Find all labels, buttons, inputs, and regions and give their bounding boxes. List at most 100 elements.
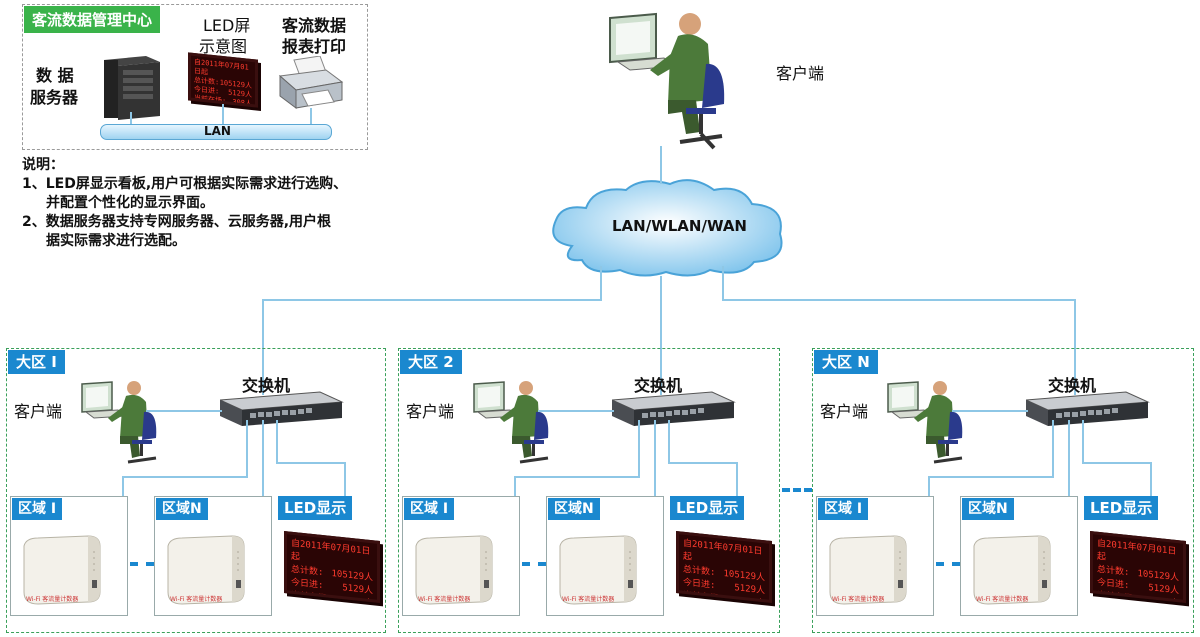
- switch-led-link-d: [1150, 462, 1152, 496]
- area-n-label: 区域N: [962, 498, 1014, 520]
- counter-device-icon: [559, 535, 637, 605]
- notes-line2b: 据实际需求进行选配。: [46, 233, 186, 249]
- client-user-icon: [609, 12, 725, 150]
- switch-client-link: [146, 410, 222, 412]
- counter-brand: Wi-Fi 客流量计数器: [832, 596, 885, 603]
- client-cloud-link: [660, 146, 662, 184]
- led-display-screen: 自2011年07月01日起 总计数:105129人 今日进:5129人 当前在场…: [1090, 530, 1186, 604]
- led-sample-screen: 自2011年07月01日起 总计数:105129人 今日进:5129人 当前在场…: [188, 52, 258, 108]
- zone-client-icon: [887, 381, 963, 464]
- printer-icon: [278, 56, 344, 109]
- server-icon: [104, 56, 160, 120]
- switch-led-link-d: [344, 462, 346, 496]
- zone-client-icon: [81, 381, 157, 464]
- switch-led-link-h: [668, 462, 738, 464]
- area-1-label: 区域 I: [818, 498, 869, 520]
- cloud-zone3-link-b: [722, 299, 1074, 301]
- data-center-title: 客流数据管理中心: [24, 6, 161, 33]
- zone-client-label: 客户端: [14, 402, 63, 421]
- report-print-label-1: 客流数据: [282, 16, 347, 35]
- area-n-label: 区域N: [156, 498, 208, 520]
- notes: 说明： 1、LED屏显示看板,用户可根据实际需求进行选购、 并配置个性化的显示界…: [22, 156, 347, 251]
- led-sample-label-1: LED屏: [203, 16, 251, 35]
- cloud-zone2-link: [660, 276, 662, 395]
- area-1-label: 区域 I: [12, 498, 63, 520]
- counter-device-icon: [415, 535, 493, 605]
- counter-brand: Wi-Fi 客流量计数器: [170, 596, 223, 603]
- area-ellipsis: [522, 562, 546, 566]
- switch-area1-link-d: [514, 476, 516, 496]
- printer-lan-link: [310, 108, 312, 124]
- counter-device-icon: [829, 535, 907, 605]
- area-ellipsis: [130, 562, 154, 566]
- notes-line1: 1、LED屏显示看板,用户可根据实际需求进行选购、: [22, 176, 348, 192]
- switch-area1-link-h: [122, 476, 248, 478]
- notes-line2: 2、数据服务器支持专网服务器、云服务器,用户根: [22, 214, 332, 230]
- data-center-box: [22, 4, 368, 150]
- server-label-2: 服务器: [30, 88, 79, 107]
- zone-1-box: [6, 348, 386, 633]
- cloud-icon: [552, 179, 783, 277]
- led-display-screen: 自2011年07月01日起 总计数:105129人 今日进:5129人 当前在场…: [284, 530, 380, 604]
- switch-led-link-h: [276, 462, 346, 464]
- switch-led-link-v: [1082, 420, 1084, 464]
- switch-icon: [1026, 391, 1150, 426]
- counter-device-icon: [973, 535, 1051, 605]
- switch-area1-link-d: [928, 476, 930, 496]
- counter-device-icon: [23, 535, 101, 605]
- switch-areaN-link: [1068, 420, 1070, 496]
- counter-brand: Wi-Fi 客流量计数器: [562, 596, 615, 603]
- area-n-label: 区域N: [548, 498, 600, 520]
- zone-client-icon: [473, 381, 549, 464]
- cloud-label: LAN/WLAN/WAN: [612, 217, 747, 235]
- notes-title: 说明：: [22, 157, 64, 173]
- switch-icon: [612, 391, 736, 426]
- switch-area1-link-v: [246, 420, 248, 478]
- zone-name: 大区 2: [400, 350, 462, 374]
- switch-area1-link-v: [638, 420, 640, 478]
- switch-area1-link-h: [514, 476, 640, 478]
- cloud-zone3-link-a: [722, 266, 724, 300]
- top-client-label: 客户端: [776, 64, 825, 83]
- zone-name: 大区 N: [814, 350, 878, 374]
- counter-brand: Wi-Fi 客流量计数器: [976, 596, 1029, 603]
- area-ellipsis: [936, 562, 960, 566]
- lan-bar: [100, 124, 332, 140]
- switch-client-link: [952, 410, 1028, 412]
- led-display-label: LED显示: [670, 496, 745, 520]
- switch-led-link-d: [736, 462, 738, 496]
- zone-2-box: [398, 348, 780, 633]
- switch-areaN-link: [654, 420, 656, 496]
- zone-switch-label: 交换机: [242, 376, 291, 395]
- zone-client-label: 客户端: [820, 402, 869, 421]
- counter-device-icon: [167, 535, 245, 605]
- zone-name: 大区 I: [8, 350, 65, 374]
- switch-led-link-h: [1082, 462, 1152, 464]
- report-print-label-2: 报表打印: [282, 37, 347, 56]
- zone-n-box: [812, 348, 1194, 633]
- cloud-zone3-link-c: [1074, 299, 1076, 395]
- led-sample-label-2: 示意图: [199, 37, 248, 56]
- led-display-label: LED显示: [278, 496, 353, 520]
- area-1-label: 区域 I: [404, 498, 455, 520]
- switch-area1-link-d: [122, 476, 124, 496]
- switch-icon: [220, 391, 344, 426]
- server-lan-link: [130, 112, 132, 124]
- lan-label: LAN: [204, 124, 231, 138]
- switch-client-link: [538, 410, 614, 412]
- zone-ellipsis: [782, 488, 812, 492]
- switch-area1-link-h: [928, 476, 1054, 478]
- cloud-zone1-link-a: [600, 266, 602, 300]
- zone-switch-label: 交换机: [634, 376, 683, 395]
- switch-led-link-v: [668, 420, 670, 464]
- counter-brand: Wi-Fi 客流量计数器: [418, 596, 471, 603]
- cloud-zone1-link-b: [262, 299, 602, 301]
- switch-led-link-v: [276, 420, 278, 464]
- led-display-label: LED显示: [1084, 496, 1159, 520]
- switch-area1-link-v: [1052, 420, 1054, 478]
- switch-areaN-link: [262, 420, 264, 496]
- led-display-screen: 自2011年07月01日起 总计数:105129人 今日进:5129人 当前在场…: [676, 530, 772, 604]
- notes-line1b: 并配置个性化的显示界面。: [46, 195, 214, 211]
- led-lan-link: [222, 104, 224, 124]
- cloud-zone1-link-c: [262, 299, 264, 395]
